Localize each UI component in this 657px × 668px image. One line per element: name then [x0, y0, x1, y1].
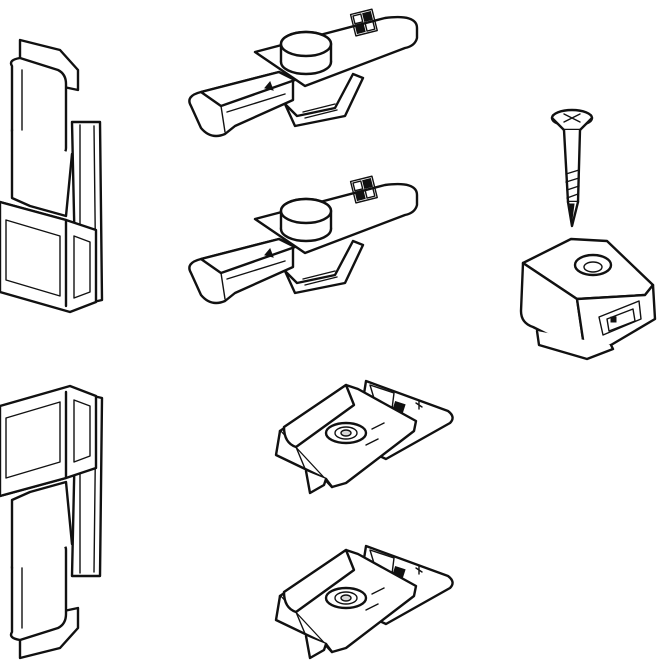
vertical-bracket-top — [0, 38, 104, 314]
screw-block — [519, 237, 657, 361]
adjuster-plate-1 — [274, 379, 454, 495]
adjuster-plate-2 — [274, 544, 454, 660]
sliding-clip-1 — [188, 8, 419, 138]
sliding-clip-2 — [188, 175, 419, 305]
vertical-bracket-bottom — [0, 384, 104, 660]
countersunk-screw — [550, 108, 594, 228]
